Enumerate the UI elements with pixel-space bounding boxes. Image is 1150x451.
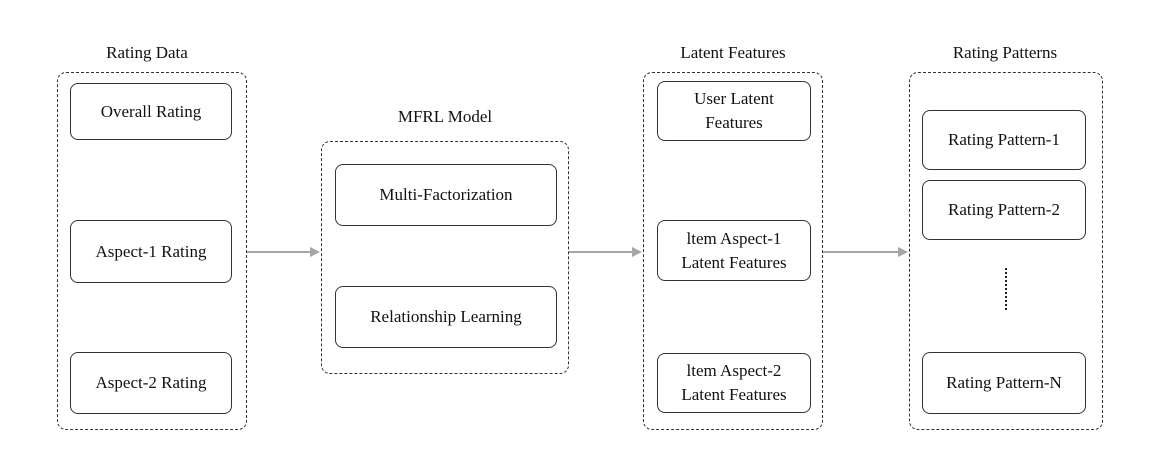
latent-features-group bbox=[643, 72, 823, 430]
ellipsis-vertical-dots bbox=[1005, 268, 1011, 310]
multi-factorization-label: Multi-Factorization bbox=[379, 185, 513, 204]
relationship-learning-node: Relationship Learning bbox=[335, 286, 557, 348]
rating-pattern-2-label: Rating Pattern-2 bbox=[948, 200, 1060, 219]
rating-pattern-1-node: Rating Pattern-1 bbox=[922, 110, 1086, 170]
rating-patterns-title: Rating Patterns bbox=[952, 43, 1058, 62]
aspect-1-rating-node: Aspect-1 Rating bbox=[70, 220, 232, 283]
rating-pattern-n-node: Rating Pattern-N bbox=[922, 352, 1086, 414]
multi-factorization-node: Multi-Factorization bbox=[335, 164, 557, 226]
user-latent-features-line2: Features bbox=[705, 113, 763, 132]
rating-pattern-1-label: Rating Pattern-1 bbox=[948, 130, 1060, 149]
aspect-2-rating-label: Aspect-2 Rating bbox=[95, 373, 207, 392]
user-latent-features-line1: User Latent bbox=[694, 89, 774, 108]
item-aspect-2-line2: Latent Features bbox=[681, 385, 787, 404]
rating-data-title: Rating Data bbox=[106, 43, 188, 62]
overall-rating-label: Overall Rating bbox=[100, 101, 202, 121]
item-aspect-2-latent-features-node: ltem Aspect-2 Latent Features bbox=[657, 353, 811, 413]
item-aspect-1-latent-features-node: ltem Aspect-1 Latent Features bbox=[657, 220, 811, 281]
relationship-learning-label: Relationship Learning bbox=[370, 307, 522, 326]
rating-data-group bbox=[57, 72, 247, 430]
mfrl-model-group bbox=[321, 141, 569, 374]
rating-pattern-2-node: Rating Pattern-2 bbox=[922, 180, 1086, 240]
item-aspect-1-line2: Latent Features bbox=[681, 252, 787, 272]
item-aspect-2-line1: ltem Aspect-2 bbox=[686, 361, 782, 380]
latent-features-title: Latent Features bbox=[680, 43, 786, 62]
rating-pattern-n-label: Rating Pattern-N bbox=[946, 373, 1062, 392]
rating-patterns-group bbox=[909, 72, 1103, 430]
aspect-2-rating-node: Aspect-2 Rating bbox=[70, 352, 232, 414]
user-latent-features-node: User Latent Features bbox=[657, 81, 811, 141]
mfrl-model-title: MFRL Model bbox=[397, 107, 493, 126]
item-aspect-1-line1: ltem Aspect-1 bbox=[686, 228, 782, 248]
aspect-1-rating-label: Aspect-1 Rating bbox=[95, 241, 207, 261]
overall-rating-node: Overall Rating bbox=[70, 83, 232, 140]
